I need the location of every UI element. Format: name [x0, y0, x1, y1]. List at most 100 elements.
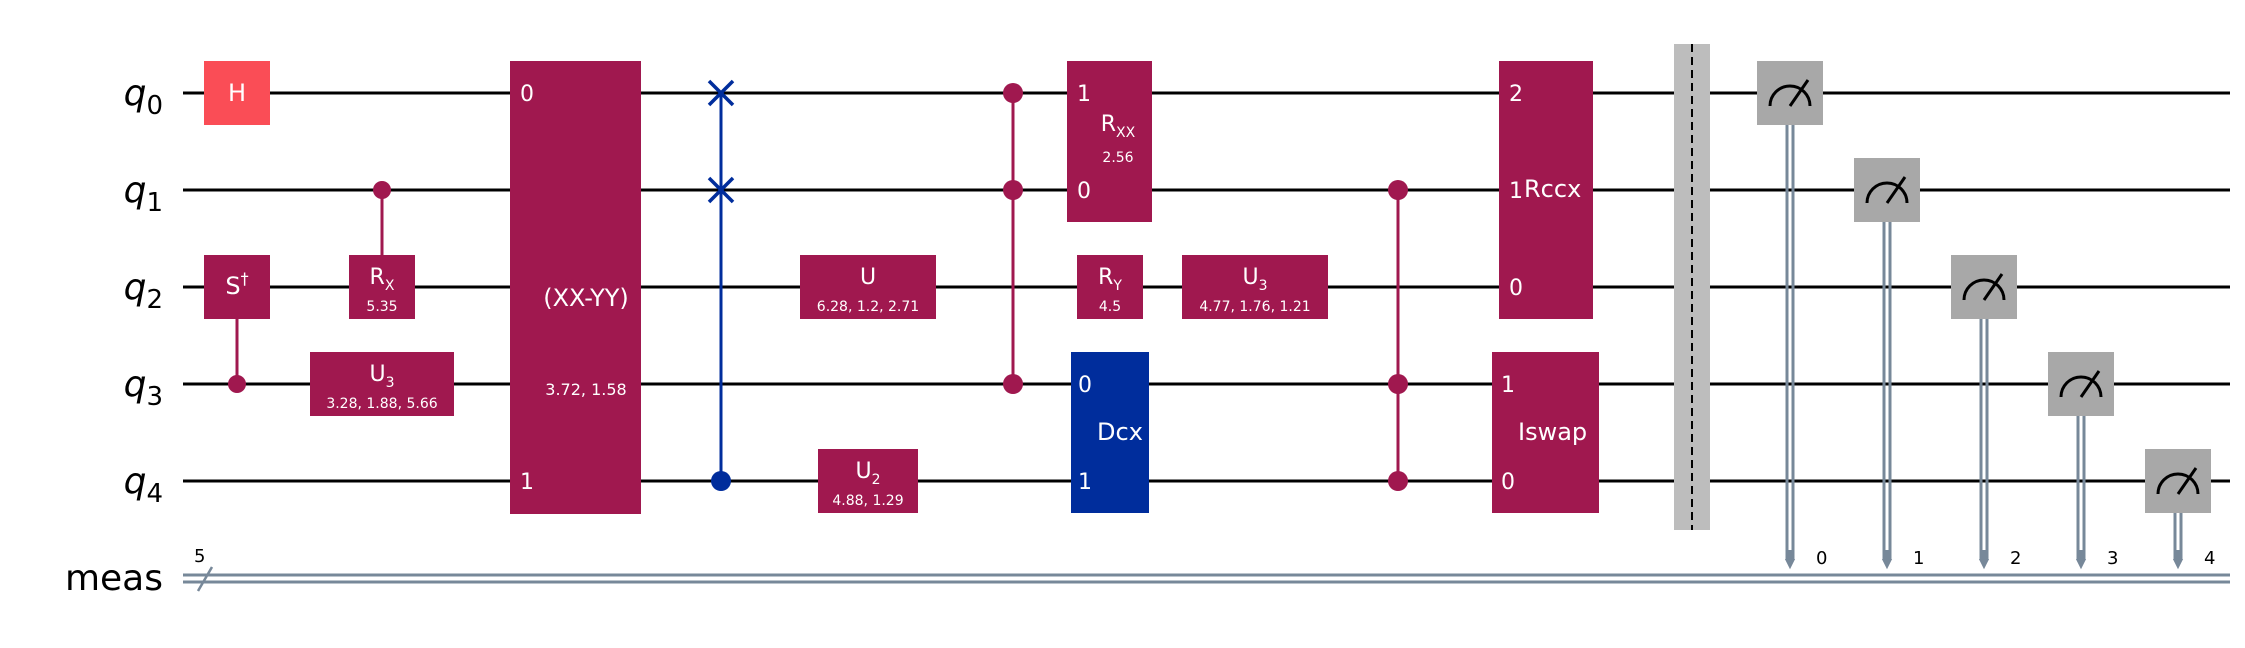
u3b-gate-param: 4.77, 1.76, 1.21 [1199, 299, 1310, 315]
rxx-port-1: 1 [1077, 82, 1091, 107]
ry-gate-box [1077, 255, 1143, 319]
rccx-port-1: 1 [1509, 179, 1523, 204]
meter-needle-icon [2079, 370, 2101, 398]
cz-b-control-dot-q1 [1388, 180, 1408, 200]
xxyy-gate-param: 3.72, 1.58 [545, 380, 626, 399]
cz-b-control-dot-q4 [1388, 471, 1408, 491]
crx-control-dot [373, 181, 391, 199]
controlled-rx-gate: RX 5.35 [349, 181, 415, 319]
rx-gate-param: 5.35 [366, 299, 397, 315]
classical-register-width: 5 [194, 546, 205, 567]
xxyy-port-0: 0 [520, 82, 534, 107]
iswap-port-1: 1 [1501, 373, 1515, 398]
meter-needle-icon [1885, 176, 1907, 204]
measure-q4: 4 [2145, 449, 2215, 570]
u2-gate: U2 4.88, 1.29 [818, 449, 918, 513]
controlled-z-q1-q3-q4 [1388, 180, 1408, 491]
iswap-gate-box [1492, 352, 1599, 513]
measure-bit-label-0: 0 [1816, 548, 1827, 569]
dcx-port-0: 0 [1078, 373, 1092, 398]
measure-q0-box [1757, 61, 1823, 125]
ry-gate-label: RY [1098, 265, 1122, 294]
cz-control-dot-q1 [1003, 180, 1023, 200]
u3a-gate-box [310, 352, 454, 416]
qubit-label-q4: q4 [124, 461, 163, 509]
sdg-gate-label: S† [225, 269, 248, 300]
rccx-port-2: 2 [1509, 82, 1523, 107]
measure-q2: 2 [1951, 255, 2021, 570]
xxyy-gate: 0 1 (XX-YY) 3.72, 1.58 [510, 61, 641, 514]
meter-needle-icon [1982, 273, 2004, 301]
meter-arc-icon [1865, 181, 1909, 204]
cswap-gate [707, 79, 735, 491]
meter-arc-icon [2059, 375, 2103, 398]
u-gate: U 6.28, 1.2, 2.71 [800, 255, 936, 319]
qubit-label-q3: q3 [124, 364, 163, 412]
cz-control-dot-q0 [1003, 83, 1023, 103]
rxx-gate-param: 2.56 [1102, 150, 1133, 166]
meter-needle-icon [2176, 467, 2198, 495]
sdg-gate-box [204, 255, 270, 319]
controlled-sdg-gate: S† [204, 255, 270, 393]
classical-register-label: meas [65, 558, 163, 599]
controlled-z-q0-q1-q3 [1003, 83, 1023, 394]
rxx-gate: 1 0 RXX 2.56 [1067, 61, 1152, 222]
cz-b-control-dot-q3 [1388, 374, 1408, 394]
measure-bit-label-3: 3 [2107, 548, 2118, 569]
rxx-port-0: 0 [1077, 179, 1091, 204]
measure-q1: 1 [1854, 158, 1924, 570]
classical-bundle-slash [196, 566, 214, 592]
iswap-gate: 1 0 Iswap [1492, 352, 1599, 513]
dcx-gate-box [1071, 352, 1149, 513]
h-gate-label: H [228, 79, 246, 107]
ry-gate-param: 4.5 [1099, 299, 1121, 315]
u-gate-label: U [860, 265, 876, 290]
rccx-port-0: 0 [1509, 276, 1523, 301]
csdg-control-dot [228, 375, 246, 393]
measure-bit-label-2: 2 [2010, 548, 2021, 569]
u3b-gate-box [1182, 255, 1328, 319]
cswap-control-dot [711, 471, 731, 491]
xxyy-port-1: 1 [520, 470, 534, 495]
rccx-gate: 2 1 0 Rccx [1499, 61, 1593, 319]
rx-gate-box [349, 255, 415, 319]
u-gate-param: 6.28, 1.2, 2.71 [817, 299, 919, 315]
rccx-gate-label: Rccx [1524, 175, 1581, 203]
iswap-gate-label: Iswap [1518, 418, 1587, 446]
xxyy-gate-label: (XX-YY) [543, 284, 629, 312]
u-gate-box [800, 255, 936, 319]
qubit-label-q0: q0 [124, 73, 163, 121]
measure-q2-box [1951, 255, 2017, 319]
ry-gate: RY 4.5 [1077, 255, 1143, 319]
qubit-labels: q0 q1 q2 q3 q4 meas [65, 73, 163, 599]
xxyy-gate-box [510, 61, 641, 514]
rxx-gate-box [1067, 61, 1152, 222]
cz-control-dot-q3 [1003, 374, 1023, 394]
swap-cross-q0 [707, 79, 735, 107]
measure-q1-box [1854, 158, 1920, 222]
u3a-gate-label: U3 [369, 362, 394, 391]
measure-q4-box [2145, 449, 2211, 513]
dcx-port-1: 1 [1078, 470, 1092, 495]
measure-q0: 0 [1757, 61, 1827, 570]
qubit-label-q1: q1 [124, 170, 163, 218]
classical-wire: 5 [183, 546, 2230, 592]
barrier [1674, 44, 1710, 530]
rx-gate-label: RX [370, 265, 395, 294]
dcx-gate-label: Dcx [1097, 418, 1143, 446]
dcx-gate: 0 1 Dcx [1071, 352, 1149, 513]
rxx-gate-label: RXX [1101, 112, 1136, 141]
u3a-gate-param: 3.28, 1.88, 5.66 [326, 396, 437, 412]
swap-cross-q1 [707, 176, 735, 204]
meter-arc-icon [1768, 84, 1812, 107]
iswap-port-0: 0 [1501, 470, 1515, 495]
u3b-gate-label: U3 [1242, 265, 1267, 294]
measure-q3: 3 [2048, 352, 2118, 570]
h-gate: H [204, 61, 270, 125]
u2-gate-box [818, 449, 918, 513]
u2-gate-label: U2 [855, 459, 880, 488]
h-gate-box [204, 61, 270, 125]
meter-arc-icon [1962, 278, 2006, 301]
u3-gate-b: U3 4.77, 1.76, 1.21 [1182, 255, 1328, 319]
